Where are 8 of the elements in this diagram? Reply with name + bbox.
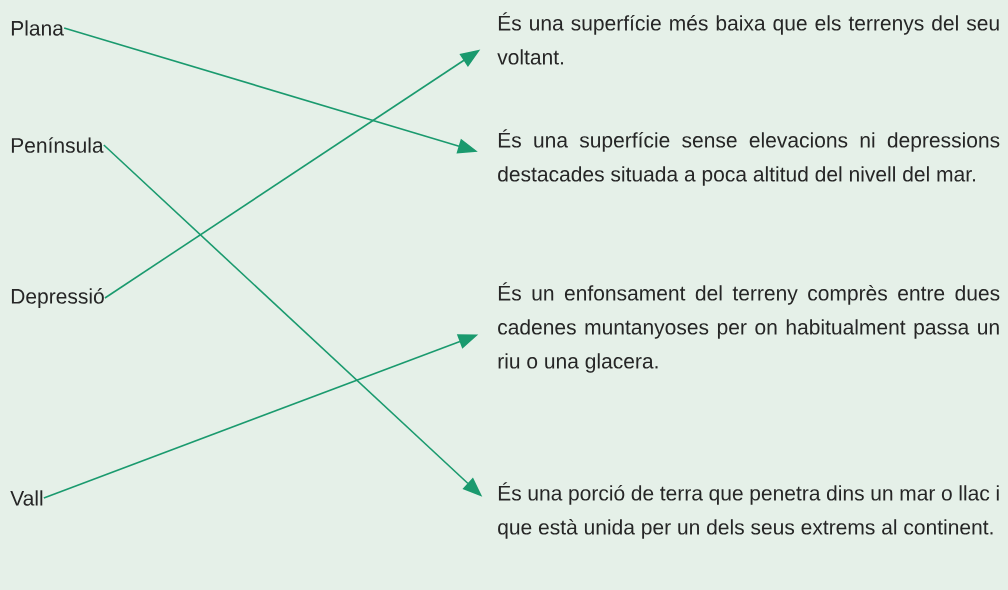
definition-text: És una superfície més baixa que els terrenys del seu voltant. xyxy=(497,12,999,65)
definition-text: És una porció de terra que penetra dins un mar o llac i que està unida per un dels seus extrems al continent. xyxy=(498,482,999,539)
term-label: Península xyxy=(11,137,104,153)
definition-text: És una superfície sense elevacions ni depressions destacades situada a poca altitud del nivell del mar. xyxy=(498,129,1000,186)
term-label: Depressió xyxy=(11,288,104,308)
term-label: Plana xyxy=(11,20,64,36)
term-label: Vall xyxy=(10,490,43,506)
definition-text: És un enfonsament del terreny comprès entre dues cadenes muntanyoses per on habitualment passa un riu o una glacera. xyxy=(498,282,1000,373)
